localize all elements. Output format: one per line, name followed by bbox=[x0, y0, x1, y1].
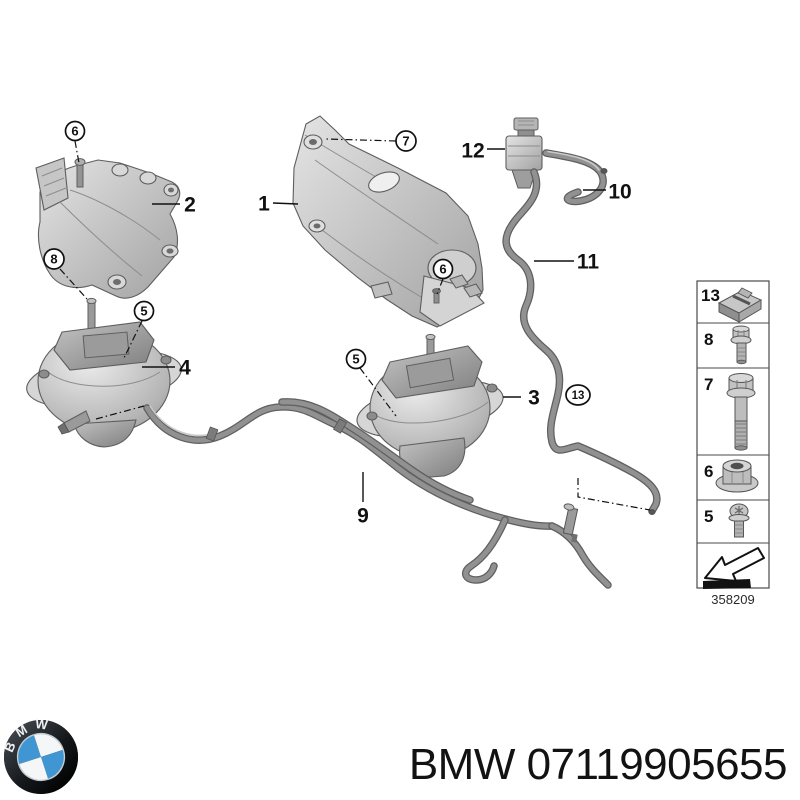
pipe-connector-fitting bbox=[562, 503, 579, 543]
label-part-10-text: 10 bbox=[608, 181, 631, 204]
bmw-logo: BMW bbox=[0, 710, 78, 794]
direction-arrow-icon bbox=[703, 547, 765, 589]
bracket-main-bolt-hole-mid bbox=[308, 219, 326, 233]
callout-6-mid: 6 bbox=[432, 258, 454, 295]
part-hose-upper bbox=[542, 149, 608, 206]
callout-5-mid-label: 5 bbox=[352, 352, 359, 367]
part-mount-left bbox=[26, 297, 182, 448]
legend-row-6: 6 bbox=[704, 459, 759, 493]
label-part-2: 2 bbox=[152, 194, 196, 217]
logo-quarter-top-left bbox=[18, 735, 41, 765]
label-part-3: 3 bbox=[503, 387, 540, 410]
logo-quarter-bottom-right bbox=[41, 749, 64, 779]
bolt-on-bracket-left bbox=[74, 158, 86, 188]
legend-6-label: 6 bbox=[704, 462, 713, 481]
drawing-number: 358209 bbox=[711, 592, 754, 607]
legend-row-13: 13 bbox=[701, 286, 763, 323]
callout-6-top-label: 6 bbox=[71, 124, 78, 139]
legend-7-label: 7 bbox=[704, 375, 713, 394]
callout-6-mid-label: 6 bbox=[439, 262, 446, 277]
label-part-1: 1 bbox=[258, 193, 299, 216]
legend-box: 13 8 7 bbox=[696, 280, 770, 589]
callout-6-top: 6 bbox=[64, 120, 86, 164]
callout-5-left: 5 bbox=[123, 300, 155, 359]
part-mount-right bbox=[356, 333, 504, 479]
label-part-11-text: 11 bbox=[577, 251, 600, 274]
label-part-4: 4 bbox=[142, 357, 191, 380]
label-part-9-text: 9 bbox=[357, 505, 369, 528]
part-number-text: BMW 07119905655 bbox=[408, 740, 788, 789]
leader-nipple-to-pipe bbox=[95, 405, 145, 420]
label-part-10: 10 bbox=[583, 181, 632, 204]
legend-row-7: 7 bbox=[704, 373, 756, 451]
bracket-left-end-plate bbox=[35, 157, 69, 211]
torx-screw-icon bbox=[728, 503, 750, 538]
mount-left-nipple bbox=[57, 410, 91, 435]
flange-bolt-short-icon bbox=[730, 325, 752, 365]
callout-7: 7 bbox=[325, 130, 417, 152]
callout-8-label: 8 bbox=[50, 252, 57, 267]
callout-13: 13 bbox=[565, 384, 591, 406]
callout-5-mid: 5 bbox=[345, 348, 397, 417]
legend-8-label: 8 bbox=[704, 330, 713, 349]
label-part-1-text: 1 bbox=[258, 193, 270, 216]
part-pipe-assembly bbox=[143, 398, 612, 589]
legend-13-label: 13 bbox=[701, 286, 720, 305]
label-part-2-text: 2 bbox=[184, 194, 196, 217]
bracket-main-hole bbox=[368, 171, 400, 193]
part-bracket-main bbox=[292, 115, 485, 328]
part-valve bbox=[505, 117, 543, 189]
callout-5-left-label: 5 bbox=[140, 304, 147, 319]
label-part-9: 9 bbox=[357, 472, 369, 528]
part-hose-long bbox=[502, 168, 661, 515]
callout-7-label: 7 bbox=[402, 134, 409, 149]
callout-13-label: 13 bbox=[572, 390, 585, 402]
callout-8: 8 bbox=[43, 248, 88, 300]
leader-connector-to-hose bbox=[577, 478, 651, 511]
label-part-12-text: 12 bbox=[461, 140, 484, 163]
legend-5-label: 5 bbox=[704, 507, 713, 526]
label-part-3-text: 3 bbox=[528, 387, 540, 410]
label-part-4-text: 4 bbox=[179, 357, 191, 380]
label-part-11: 11 bbox=[534, 251, 599, 274]
bolt-on-bracket-foot bbox=[432, 288, 441, 304]
label-part-12: 12 bbox=[461, 140, 505, 163]
part-bracket-left bbox=[35, 157, 181, 299]
flange-bolt-long-icon bbox=[726, 373, 756, 451]
logo-quarter-top-right bbox=[33, 734, 63, 757]
flange-nut-icon bbox=[715, 459, 759, 493]
legend-row-5: 5 bbox=[704, 503, 750, 538]
legend-row-8: 8 bbox=[704, 325, 752, 365]
bracket-main-bolt-hole-top bbox=[303, 134, 323, 150]
cage-nut-clip-icon bbox=[717, 287, 763, 323]
